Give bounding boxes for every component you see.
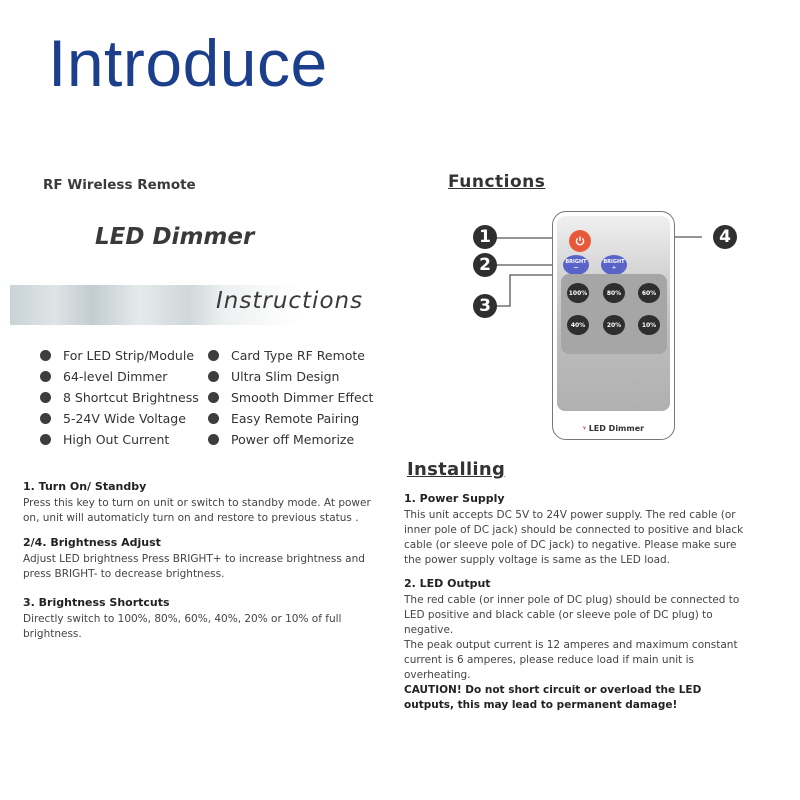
section-heading: 1. Power Supply [404,492,505,505]
remote-brand: ᵞ LED Dimmer [553,424,674,433]
page-title: Introduce [48,26,328,100]
instructions-heading: Instructions [216,288,364,314]
shortcut-60-button[interactable]: 60% [638,283,660,303]
section-heading: 2. LED Output [404,577,491,590]
bullet-icon [208,433,219,445]
shortcut-80-button[interactable]: 80% [603,283,625,303]
functions-heading: Functions [448,172,546,192]
bullet-icon [40,433,51,445]
callout-4: 4 [713,225,737,249]
feature-item: For LED Strip/Module [40,345,199,365]
power-button[interactable] [569,230,591,252]
bullet-icon [40,370,51,382]
feature-item: Ultra Slim Design [208,366,373,386]
turn-on-section: 1. Turn On/ Standby Press this key to tu… [23,480,383,526]
feature-item: 64-level Dimmer [40,366,199,386]
bullet-icon [208,391,219,403]
led-output-section: 2. LED Output The red cable (or inner po… [404,577,754,713]
remote-panel: BRIGHT — BRIGHT + 100% 80% 60% 40% 20% 1… [557,216,670,411]
bullet-icon [208,412,219,424]
feature-item: Card Type RF Remote [208,345,373,365]
installing-heading: Installing [407,459,506,480]
wireless-icon: ᵞ [582,425,586,433]
product-subtitle: RF Wireless Remote [43,177,196,193]
bright-plus-button[interactable]: BRIGHT + [601,255,627,275]
feature-item: 8 Shortcut Brightness [40,387,199,407]
button-sign: + [611,265,617,271]
section-text: The red cable (or inner pole of DC plug)… [404,594,740,636]
feature-label: For LED Strip/Module [63,347,195,363]
power-icon [575,236,585,246]
callout-3: 3 [473,294,497,318]
bullet-icon [40,349,51,361]
feature-label: 64-level Dimmer [63,368,168,384]
section-heading: 2/4. Brightness Adjust [23,536,161,549]
feature-item: 5-24V Wide Voltage [40,408,199,428]
callout-1: 1 [473,225,497,249]
feature-label: Smooth Dimmer Effect [231,389,374,405]
shortcut-40-button[interactable]: 40% [567,315,589,335]
feature-label: 8 Shortcut Brightness [63,389,199,405]
shortcut-100-button[interactable]: 100% [567,283,589,303]
feature-label: Card Type RF Remote [231,347,365,363]
bright-minus-button[interactable]: BRIGHT — [563,255,589,275]
section-text: Adjust LED brightness Press BRIGHT+ to i… [23,553,365,580]
brightness-shortcuts-section: 3. Brightness Shortcuts Directly switch … [23,596,373,642]
feature-label: 5-24V Wide Voltage [63,410,186,426]
output-note: The peak output current is 12 amperes an… [404,639,738,681]
feature-label: Ultra Slim Design [231,368,340,384]
section-heading: 1. Turn On/ Standby [23,480,147,493]
power-supply-section: 1. Power Supply This unit accepts DC 5V … [404,492,754,568]
bullet-icon [40,391,51,403]
callout-line-3 [496,274,560,307]
feature-item: High Out Current [40,429,199,449]
feature-item: Smooth Dimmer Effect [208,387,373,407]
feature-label: Easy Remote Pairing [231,410,360,426]
feature-item: Power off Memorize [208,429,373,449]
bullet-icon [208,370,219,382]
shortcut-20-button[interactable]: 20% [603,315,625,335]
product-name: LED Dimmer [95,224,255,250]
section-text: Press this key to turn on unit or switch… [23,497,371,524]
shortcut-keypad: 100% 80% 60% 40% 20% 10% [561,274,667,354]
feature-item: Easy Remote Pairing [208,408,373,428]
features-right-list: Card Type RF Remote Ultra Slim Design Sm… [208,345,373,449]
button-label: BRIGHT [603,259,625,265]
features-left-list: For LED Strip/Module 64-level Dimmer 8 S… [40,345,199,449]
button-label: BRIGHT [565,259,587,265]
section-text: Directly switch to 100%, 80%, 60%, 40%, … [23,613,342,640]
section-heading: 3. Brightness Shortcuts [23,596,170,609]
button-sign: — [573,265,579,271]
brightness-adjust-section: 2/4. Brightness Adjust Adjust LED bright… [23,536,383,582]
instructions-banner [10,285,382,325]
bullet-icon [208,349,219,361]
shortcut-10-button[interactable]: 10% [638,315,660,335]
feature-label: High Out Current [63,431,170,447]
callout-2: 2 [473,253,497,277]
caution-text: CAUTION! Do not short circuit or overloa… [404,684,702,711]
bullet-icon [40,412,51,424]
remote-control: BRIGHT — BRIGHT + 100% 80% 60% 40% 20% 1… [552,211,675,440]
section-text: This unit accepts DC 5V to 24V power sup… [404,509,744,566]
remote-brand-label: LED Dimmer [588,424,645,433]
feature-label: Power off Memorize [231,431,355,447]
